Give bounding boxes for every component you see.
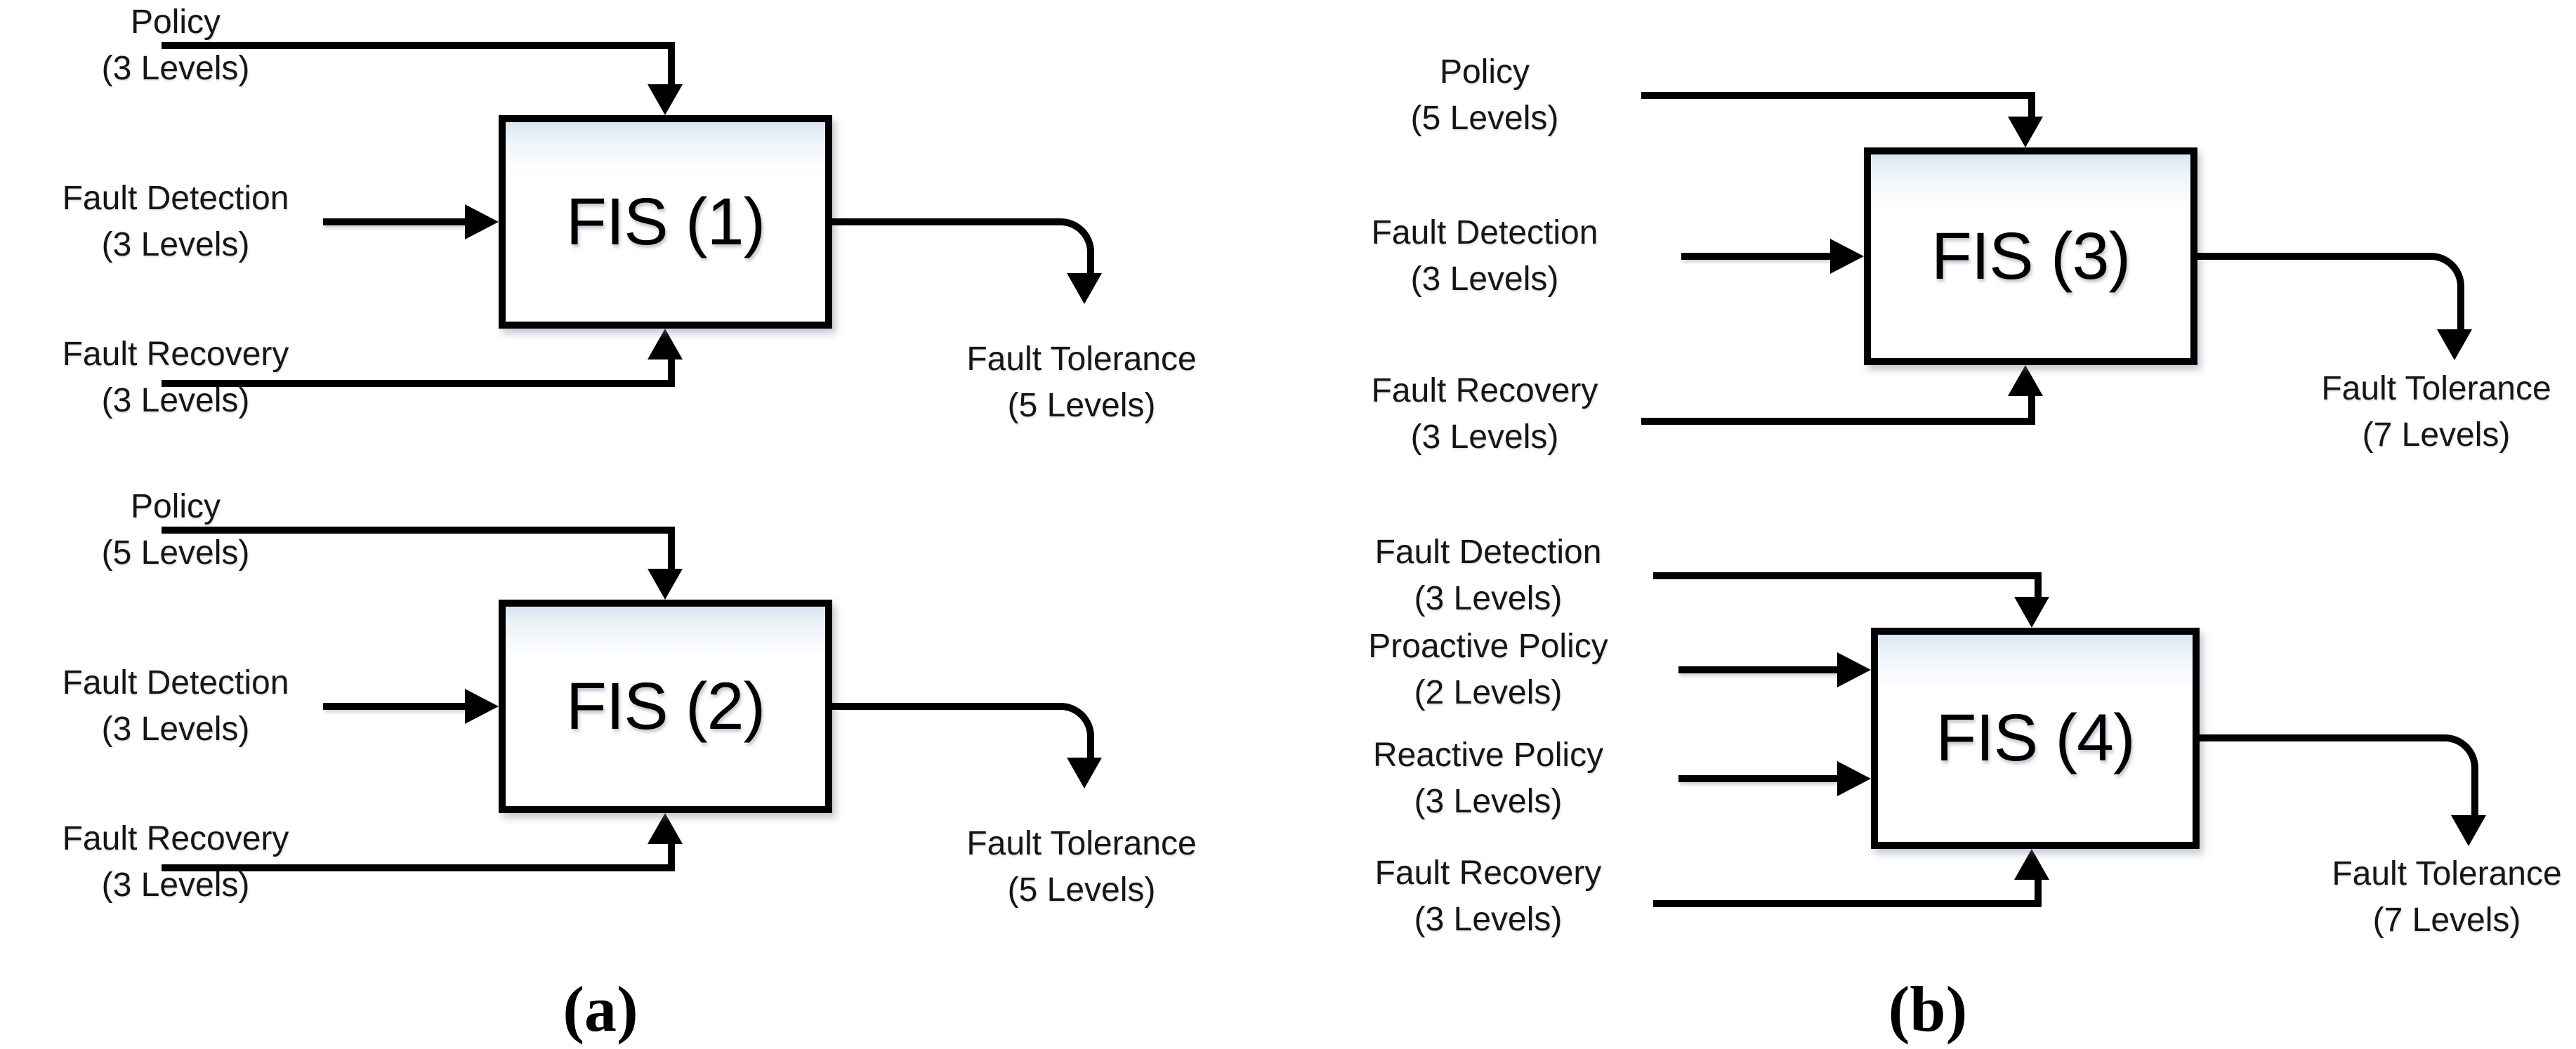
fis2-input-label-policy: Policy (5 Levels) bbox=[7, 484, 344, 576]
input-levels: (5 Levels) bbox=[101, 534, 250, 572]
fis4-reactive-policy-arrowhead-icon bbox=[1837, 761, 1871, 796]
fis2-policy-arrowhead-icon bbox=[648, 569, 683, 600]
fis1-fault-recovery-input-line bbox=[162, 359, 675, 387]
fis4-proactive-policy-arrowhead-icon bbox=[1837, 652, 1871, 687]
output-name: Fault Tolerance bbox=[966, 341, 1197, 378]
input-name: Fault Detection bbox=[1371, 214, 1598, 251]
fis3-fault-recovery-arrowhead-icon bbox=[2008, 365, 2043, 396]
input-name: Proactive Policy bbox=[1368, 628, 1608, 665]
fis1-fault-detection-input-line bbox=[323, 218, 465, 225]
fis2-title: FIS (2) bbox=[565, 668, 765, 744]
output-levels: (5 Levels) bbox=[1007, 871, 1156, 909]
fis4-reactive-policy-input-line bbox=[1678, 775, 1837, 782]
fis4-fault-detection-input-line bbox=[1653, 572, 2042, 604]
input-levels: (3 Levels) bbox=[1414, 901, 1563, 938]
input-levels: (3 Levels) bbox=[101, 382, 250, 419]
fis4-fault-recovery-arrowhead-icon bbox=[2014, 849, 2049, 880]
fis4-input-label-fault-detection: Fault Detection (3 Levels) bbox=[1320, 529, 1657, 622]
input-levels: (3 Levels) bbox=[1414, 783, 1563, 820]
input-levels: (2 Levels) bbox=[1414, 674, 1563, 711]
fis2-output-line bbox=[832, 703, 1094, 765]
fis1-input-label-policy: Policy (3 Levels) bbox=[7, 0, 344, 92]
fis2-output-label: Fault Tolerance (5 Levels) bbox=[913, 821, 1250, 913]
fis1-fault-recovery-arrowhead-icon bbox=[648, 329, 683, 359]
fis2-fault-recovery-arrowhead-icon bbox=[648, 813, 683, 844]
fis4-box: FIS (4) bbox=[1871, 628, 2200, 849]
output-levels: (5 Levels) bbox=[1007, 387, 1156, 424]
fis4-input-label-reactive-policy: Reactive Policy (3 Levels) bbox=[1320, 732, 1657, 825]
input-name: Reactive Policy bbox=[1372, 737, 1604, 774]
input-name: Policy bbox=[130, 488, 221, 525]
fis4-input-label-fault-recovery: Fault Recovery (3 Levels) bbox=[1320, 850, 1657, 943]
fis3-output-label: Fault Tolerance (7 Levels) bbox=[2268, 366, 2576, 458]
fis2-box: FIS (2) bbox=[499, 600, 832, 813]
fis3-output-arrowhead-icon bbox=[2437, 329, 2472, 360]
fis4-output-label: Fault Tolerance (7 Levels) bbox=[2278, 851, 2576, 944]
fis4-title: FIS (4) bbox=[1936, 701, 2135, 775]
fis3-diagram: Policy (5 Levels) Fault Detection (3 Lev… bbox=[1288, 0, 2576, 491]
fis4-input-label-proactive-policy: Proactive Policy (2 Levels) bbox=[1320, 624, 1657, 716]
fis4-output-arrowhead-icon bbox=[2451, 815, 2486, 846]
fis3-policy-input-line bbox=[1641, 92, 2035, 124]
output-levels: (7 Levels) bbox=[2372, 902, 2521, 939]
output-levels: (7 Levels) bbox=[2362, 416, 2511, 454]
input-name: Fault Detection bbox=[62, 664, 289, 701]
fis3-policy-arrowhead-icon bbox=[2008, 117, 2043, 147]
input-levels: (5 Levels) bbox=[1410, 100, 1559, 137]
fis4-output-line bbox=[2200, 734, 2478, 822]
input-name: Fault Recovery bbox=[62, 336, 289, 373]
input-levels: (3 Levels) bbox=[1410, 418, 1559, 456]
fis3-fault-detection-input-line bbox=[1681, 253, 1830, 260]
fis1-policy-arrowhead-icon bbox=[648, 84, 683, 115]
fis4-diagram: Fault Detection (3 Levels) Proactive Pol… bbox=[1288, 491, 2576, 1049]
fis4-proactive-policy-input-line bbox=[1678, 666, 1837, 673]
input-levels: (3 Levels) bbox=[101, 711, 250, 748]
fis2-fault-detection-input-line bbox=[323, 703, 465, 710]
fis2-input-label-fault-recovery: Fault Recovery (3 Levels) bbox=[7, 816, 344, 909]
fis1-fault-detection-arrowhead-icon bbox=[465, 204, 499, 239]
fis3-fault-recovery-input-line bbox=[1641, 396, 2035, 425]
panel-b-caption: (b) bbox=[1888, 973, 1968, 1045]
input-name: Fault Recovery bbox=[62, 820, 289, 857]
fis3-output-line bbox=[2197, 253, 2464, 336]
input-levels: (3 Levels) bbox=[101, 226, 250, 263]
fis3-input-label-fault-recovery: Fault Recovery (3 Levels) bbox=[1316, 368, 1653, 461]
input-name: Fault Detection bbox=[62, 180, 289, 217]
output-name: Fault Tolerance bbox=[966, 825, 1197, 862]
fis1-input-label-fault-recovery: Fault Recovery (3 Levels) bbox=[7, 331, 344, 424]
fis3-input-label-fault-detection: Fault Detection (3 Levels) bbox=[1316, 210, 1653, 303]
fis4-fault-recovery-input-line bbox=[1653, 880, 2042, 907]
fis2-fault-detection-arrowhead-icon bbox=[465, 689, 499, 724]
input-name: Fault Detection bbox=[1374, 534, 1602, 571]
fis1-box: FIS (1) bbox=[499, 115, 832, 329]
fis3-fault-detection-arrowhead-icon bbox=[1830, 239, 1864, 274]
fis2-diagram: Policy (5 Levels) Fault Detection (3 Lev… bbox=[0, 484, 1288, 969]
input-name: Policy bbox=[1439, 53, 1530, 91]
fis2-input-label-fault-detection: Fault Detection (3 Levels) bbox=[7, 660, 344, 753]
fis1-policy-input-line bbox=[162, 42, 675, 91]
input-levels: (3 Levels) bbox=[101, 50, 250, 87]
fis2-fault-recovery-input-line bbox=[162, 844, 675, 871]
fis1-input-label-fault-detection: Fault Detection (3 Levels) bbox=[7, 176, 344, 268]
output-name: Fault Tolerance bbox=[2321, 370, 2551, 407]
input-levels: (3 Levels) bbox=[101, 866, 250, 904]
input-levels: (3 Levels) bbox=[1410, 260, 1559, 298]
fis3-input-label-policy: Policy (5 Levels) bbox=[1316, 49, 1653, 142]
fis1-output-line bbox=[832, 218, 1094, 280]
fis4-fault-detection-arrowhead-icon bbox=[2014, 597, 2049, 628]
input-name: Fault Recovery bbox=[1374, 855, 1602, 892]
input-name: Fault Recovery bbox=[1371, 372, 1598, 409]
fis1-diagram: Policy (3 Levels) Fault Detection (3 Lev… bbox=[0, 0, 1288, 484]
fis1-output-arrowhead-icon bbox=[1067, 273, 1102, 304]
fis1-title: FIS (1) bbox=[565, 184, 765, 259]
fis2-output-arrowhead-icon bbox=[1067, 758, 1102, 789]
input-levels: (3 Levels) bbox=[1414, 580, 1563, 617]
output-name: Fault Tolerance bbox=[2332, 855, 2562, 892]
fis3-title: FIS (3) bbox=[1931, 218, 2131, 293]
fis3-box: FIS (3) bbox=[1864, 147, 2197, 365]
fis1-output-label: Fault Tolerance (5 Levels) bbox=[913, 336, 1250, 429]
input-name: Policy bbox=[130, 4, 221, 41]
panel-a-caption: (a) bbox=[563, 973, 638, 1045]
fis2-policy-input-line bbox=[162, 527, 675, 576]
